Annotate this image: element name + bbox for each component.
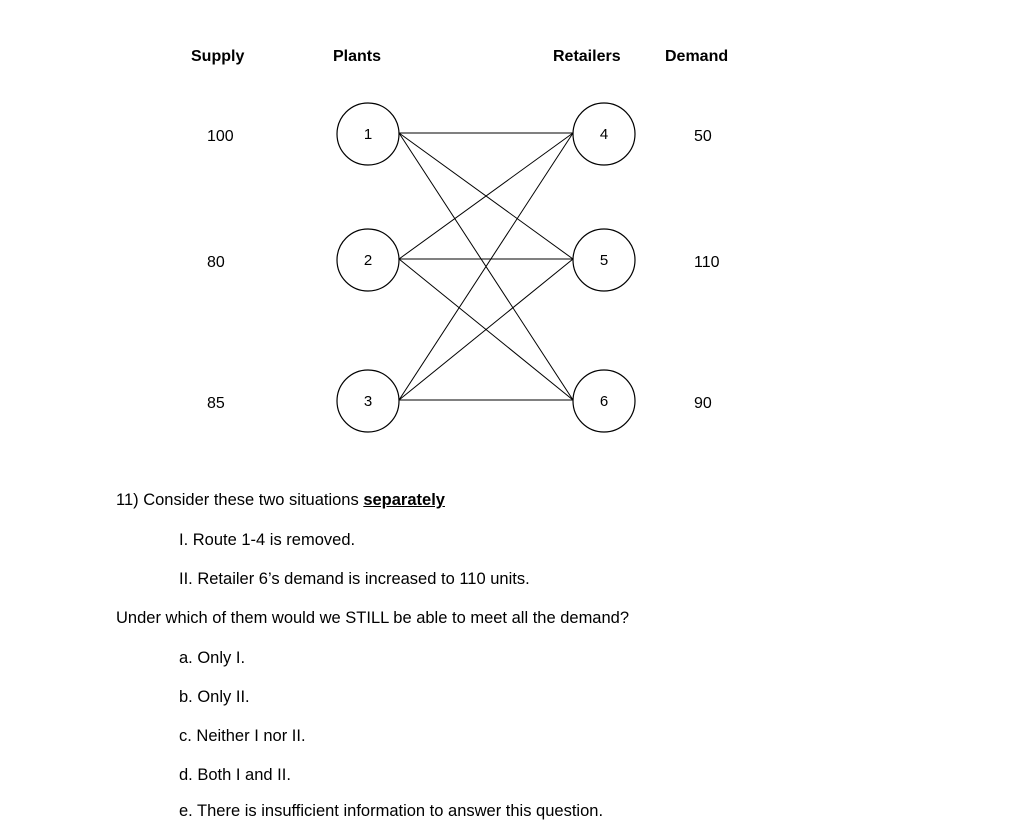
retailer-node-4-label: 4 xyxy=(600,126,608,143)
demand-value-retailer-6: 90 xyxy=(694,395,712,412)
question-emphasis: separately xyxy=(363,491,445,509)
question-prompt: Under which of them would we STILL be ab… xyxy=(116,609,630,627)
supply-header: Supply xyxy=(191,48,245,65)
plant-node-2-label: 2 xyxy=(364,252,372,269)
retailer-node-6: 6 xyxy=(572,369,636,433)
edge-3-5 xyxy=(398,258,574,401)
question-stem: 11) Consider these two situations separa… xyxy=(116,491,445,510)
option-d: d. Both I and II. xyxy=(179,766,291,784)
situation-2: II. Retailer 6’s demand is increased to … xyxy=(179,570,530,588)
plant-node-1: 1 xyxy=(336,102,400,166)
supply-value-plant-1: 100 xyxy=(207,128,234,145)
demand-header: Demand xyxy=(665,48,729,65)
retailer-node-5: 5 xyxy=(572,228,636,292)
retailer-node-6-label: 6 xyxy=(600,393,608,410)
option-e: e. There is insufficient information to … xyxy=(179,802,604,820)
edge-2-4 xyxy=(398,132,574,260)
option-b: b. Only II. xyxy=(179,688,250,706)
plants-header: Plants xyxy=(333,48,382,65)
supply-value-plant-3: 85 xyxy=(207,395,225,412)
option-c: c. Neither I nor II. xyxy=(179,727,306,745)
plant-node-2: 2 xyxy=(336,228,400,292)
demand-value-retailer-4: 50 xyxy=(694,128,712,145)
question-intro: 11) Consider these two situations xyxy=(116,491,364,509)
plant-node-3: 3 xyxy=(336,369,400,433)
supply-value-plant-2: 80 xyxy=(207,254,225,271)
plant-node-1-label: 1 xyxy=(364,126,372,143)
retailer-node-4: 4 xyxy=(572,102,636,166)
plant-node-3-label: 3 xyxy=(364,393,372,410)
situation-1: I. Route 1-4 is removed. xyxy=(179,531,356,549)
retailer-node-5-label: 5 xyxy=(600,252,608,269)
route-edges xyxy=(398,132,574,401)
edge-3-4 xyxy=(398,132,574,401)
retailers-header: Retailers xyxy=(553,48,621,65)
demand-value-retailer-5: 110 xyxy=(694,254,720,271)
option-a: a. Only I. xyxy=(179,649,246,667)
